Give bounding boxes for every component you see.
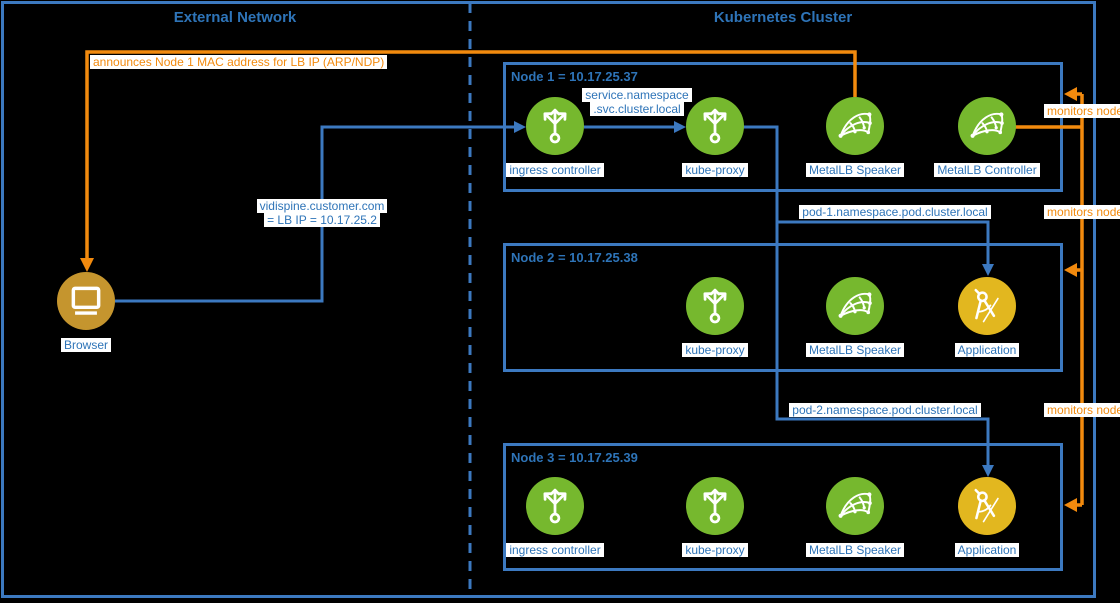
application-label: Application bbox=[954, 343, 1020, 357]
share-icon bbox=[526, 477, 584, 535]
service-dns-label: service.namespace .svc.cluster.local bbox=[537, 88, 737, 116]
browser-label: Browser bbox=[60, 338, 111, 352]
ingress-controller-label: ingress controller bbox=[506, 163, 604, 177]
monitors-node-label-3: monitors node bbox=[1044, 403, 1120, 417]
diagram-outer-border bbox=[1, 1, 1096, 598]
metallb-speaker-label: MetalLB Speaker bbox=[805, 163, 905, 177]
node3-kube-proxy: kube-proxy bbox=[655, 477, 775, 557]
kube-proxy-label: kube-proxy bbox=[682, 163, 748, 177]
node3-metallb-speaker: MetalLB Speaker bbox=[795, 477, 915, 557]
metallb-icon bbox=[826, 477, 884, 535]
compass-icon bbox=[958, 477, 1016, 535]
monitor-icon bbox=[57, 272, 115, 330]
announce-arp-label: announces Node 1 MAC address for LB IP (… bbox=[90, 55, 388, 69]
browser-component: Browser bbox=[26, 272, 146, 352]
metallb-speaker-label: MetalLB Speaker bbox=[805, 343, 905, 357]
node3-ingress-controller: ingress controller bbox=[495, 477, 615, 557]
node1-metallb-controller: MetalLB Controller bbox=[927, 97, 1047, 177]
metallb-speaker-label: MetalLB Speaker bbox=[805, 543, 905, 557]
node2-title: Node 2 = 10.17.25.38 bbox=[511, 250, 638, 265]
metallb-icon bbox=[826, 277, 884, 335]
share-icon bbox=[686, 277, 744, 335]
compass-icon bbox=[958, 277, 1016, 335]
kube-proxy-label: kube-proxy bbox=[682, 543, 748, 557]
lb-ip-label: vidispine.customer.com = LB IP = 10.17.2… bbox=[222, 199, 422, 227]
external-network-title: External Network bbox=[173, 9, 297, 26]
node2-kube-proxy: kube-proxy bbox=[655, 277, 775, 357]
node1-metallb-speaker: MetalLB Speaker bbox=[795, 97, 915, 177]
pod2-dns-label: pod-2.namespace.pod.cluster.local bbox=[735, 403, 1035, 417]
pod1-dns-label: pod-1.namespace.pod.cluster.local bbox=[745, 205, 1045, 219]
application-label: Application bbox=[954, 543, 1020, 557]
node3-title: Node 3 = 10.17.25.39 bbox=[511, 450, 638, 465]
metallb-controller-label: MetalLB Controller bbox=[934, 163, 1040, 177]
metallb-icon bbox=[958, 97, 1016, 155]
metallb-icon bbox=[826, 97, 884, 155]
kube-proxy-label: kube-proxy bbox=[682, 343, 748, 357]
node3-application: Application bbox=[927, 477, 1047, 557]
monitors-node-label-1: monitors node bbox=[1044, 104, 1120, 118]
node2-application: Application bbox=[927, 277, 1047, 357]
monitors-node-label-2: monitors node bbox=[1044, 205, 1120, 219]
share-icon bbox=[686, 477, 744, 535]
node1-title: Node 1 = 10.17.25.37 bbox=[511, 69, 638, 84]
ingress-controller-label: ingress controller bbox=[506, 543, 604, 557]
kubernetes-cluster-title: Kubernetes Cluster bbox=[713, 9, 853, 26]
node2-metallb-speaker: MetalLB Speaker bbox=[795, 277, 915, 357]
